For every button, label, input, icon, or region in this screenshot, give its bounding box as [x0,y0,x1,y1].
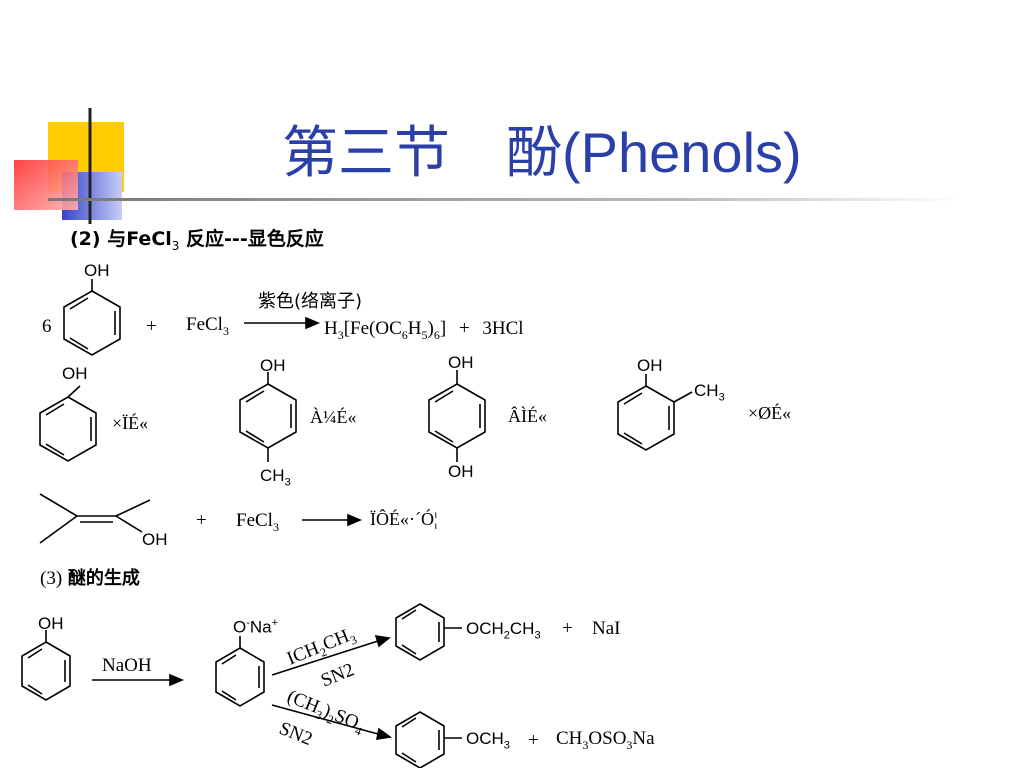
lower-product-a: OCH [466,729,504,748]
product-close: ) [427,318,434,339]
row-phenol-color: ×ÏÉ« [112,413,149,433]
reaction1-plus2: + [458,318,470,339]
title-chinese: 第三节 酚 [282,121,562,186]
p-cresol-ring [239,372,297,462]
row-ocresol-ch: CH [694,381,719,400]
row-hydroquinone-oh-top: OH [448,353,474,372]
product-h2: H [407,318,422,339]
phenol-ring-reaction1 [63,279,121,356]
product-end: ] [439,318,447,339]
reaction1-plus: + [146,316,157,337]
product-c-sub: 6 [401,327,408,342]
section-2-number: (2) [70,228,101,250]
row-phenol-oh: OH [62,364,88,383]
upper-product-a-sub: 2 [503,629,510,642]
row-cresol-oh: OH [260,356,286,375]
slide-title: 第三节 酚(Phenols) [282,108,802,189]
enol-plus: + [196,510,207,531]
section-3-number: (3) [40,568,63,589]
ethyl-ether-ring [395,603,462,661]
upper-product-b-sub: 3 [534,629,541,642]
upper-product-a: OCH [466,619,504,638]
row-cresol-ch: CH [260,466,285,485]
section-2-heading-pre: 与FeCl [107,228,172,250]
reaction1-reagent: FeCl3 [186,314,229,339]
row-ocresol-ch-sub: 3 [718,391,725,404]
enol-reagent: FeCl3 [236,510,279,535]
phenol-ring-ether [21,630,71,701]
phenoxide-plus: + [271,617,279,629]
enol-reagent-sub: 3 [272,519,279,534]
row-hydroquinone-oh-bottom: OH [448,462,474,481]
lower-product-a-sub: 3 [503,739,510,752]
lower-plus: + [528,730,539,751]
hydroquinone-ring [428,370,486,462]
product-h2-sub: 5 [421,327,428,342]
lower-byproduct-b-sub: 3 [626,737,633,752]
product-h: H [324,318,338,339]
section-2-heading-sub: 3 [171,238,180,253]
upper-plus: + [562,618,573,639]
enol-oh: OH [142,530,168,549]
reaction1-coefficient: 6 [42,316,52,337]
product-close-sub: 6 [433,327,440,342]
o-cresol-ring [617,374,693,451]
row-ocresol-oh: OH [637,356,663,375]
upper-byproduct: NaI [592,618,621,639]
section-2-heading: (2) 与FeCl3 反应---显色反应 [70,224,324,253]
row-hydroquinone-color: ÂÌÉ« [508,406,547,426]
row-ocresol-color: ×ØÉ« [748,403,792,423]
title-english: (Phenols) [562,121,802,184]
reaction1-byproduct: 3HCl [482,318,524,339]
product-h-sub: 3 [337,327,344,342]
ether-phenol-oh: OH [38,614,64,633]
methyl-ether-ring [395,711,462,768]
upper-product-b: CH [509,619,535,638]
phenoxide-label: O-Na+ [233,617,278,638]
reaction1-arrow-note: 紫色(络离子) [258,291,363,312]
reaction1-oh-label: OH [84,261,110,280]
lower-byproduct-b: OSO [588,728,627,749]
reaction1-reagent-main: FeCl [186,314,223,335]
row-cresol-ch3: CH3 [260,466,291,488]
row-cresol-color: À¼É« [310,407,357,427]
phenoxide-o: O [233,617,247,637]
phenoxide-minus: - [246,617,250,629]
lower-product-chain: OCH3 [466,729,510,751]
upper-product-chain: OCH2CH3 [466,619,541,641]
lower-byproduct: CH3OSO3Na [556,728,655,753]
section-3-title: 醚的生成 [67,568,140,589]
enol-structure [39,493,151,544]
phenoxide-na: Na [249,617,272,637]
lower-byproduct-a-sub: 3 [582,737,589,752]
row-ocresol-ch3: CH3 [694,381,725,403]
enol-reagent-main: FeCl [236,510,273,531]
product-mid: [Fe(OC [343,318,402,339]
reaction1-reagent-sub: 3 [222,323,229,338]
enol-result: ÏÔÉ«·´Ó¦ [370,509,438,529]
lower-byproduct-c: Na [632,728,655,749]
lower-byproduct-a: CH [556,728,583,749]
row-cresol-ch-sub: 3 [284,476,291,489]
section-2-heading-post: 反应---显色反应 [186,228,324,250]
phenol-ring-row [39,385,97,462]
section-3-heading: (3) 醚的生成 [40,564,140,590]
ether-base: NaOH [102,655,152,676]
phenoxide-ring [215,636,265,707]
reaction1-product: H3[Fe(OC6H5)6] + 3HCl [324,318,524,343]
